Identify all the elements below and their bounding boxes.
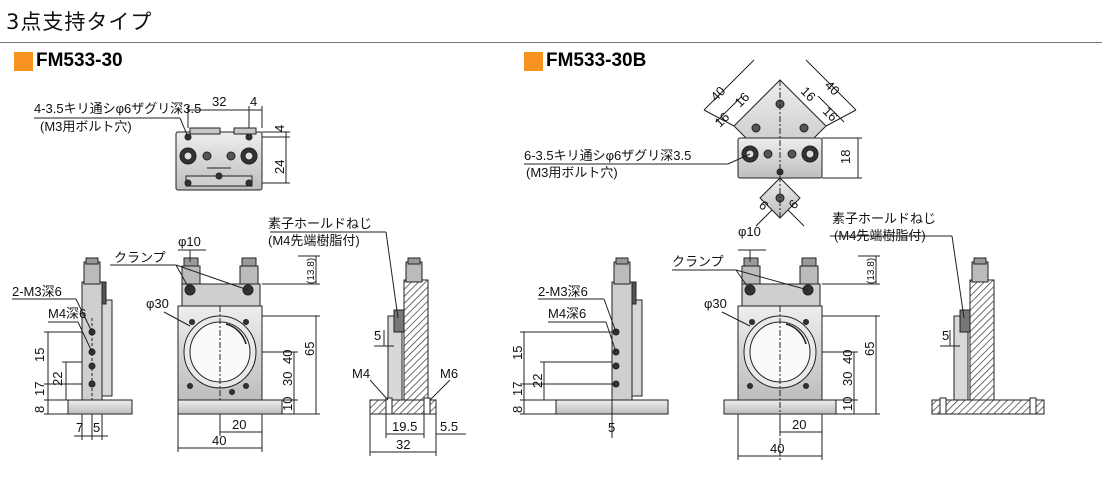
top-view-left-dimensions bbox=[34, 106, 290, 184]
section-view-left-dimensions bbox=[270, 231, 466, 456]
dim-15: 15 bbox=[32, 348, 47, 362]
dim-17-b: 17 bbox=[510, 382, 525, 396]
tap-2m3-label-b: 2-M3深6 bbox=[538, 284, 588, 299]
dim-13-8-b: (13.8) bbox=[866, 258, 877, 284]
side-view-right bbox=[555, 257, 669, 438]
dim-13-8: (13.8) bbox=[306, 258, 317, 284]
dim-5-section-b: 5 bbox=[942, 328, 949, 343]
tap-m4-label-b: M4深6 bbox=[548, 306, 586, 321]
hole-spec-label-b: 6-3.5キリ通シφ6ザグリ深3.5 bbox=[524, 148, 691, 163]
dim-16-diag-right-2: 16 bbox=[820, 104, 841, 125]
front-view-left-dimensions bbox=[110, 249, 320, 452]
dim-40-height-b: 40 bbox=[840, 350, 855, 364]
dim-4-vertical: 4 bbox=[272, 125, 287, 132]
dim-10: 10 bbox=[280, 397, 295, 411]
dim-17: 17 bbox=[32, 382, 47, 396]
dim-5-5: 5.5 bbox=[440, 419, 458, 434]
dim-40-diag-right: 40 bbox=[822, 78, 843, 99]
dim-4: 4 bbox=[250, 94, 257, 109]
dim-19-5: 19.5 bbox=[392, 419, 417, 434]
phi30-label: φ30 bbox=[146, 296, 169, 311]
hole-spec-label: 4-3.5キリ通シφ6ザグリ深3.5 bbox=[34, 101, 201, 116]
dim-30: 30 bbox=[280, 372, 295, 386]
dim-40-height: 40 bbox=[280, 350, 295, 364]
dim-5-bottom-b: 5 bbox=[608, 420, 615, 435]
dim-16-diag-left: 16 bbox=[732, 89, 753, 110]
square-bullet-icon bbox=[524, 51, 543, 71]
dim-5-section: 5 bbox=[374, 328, 381, 343]
clamp-label-b: クランプ bbox=[672, 254, 724, 269]
dim-40-front: 40 bbox=[212, 433, 226, 448]
side-view-left bbox=[67, 257, 133, 415]
dim-65-b: 65 bbox=[862, 342, 877, 356]
bolt-hole-label-b: (M3用ボルト穴) bbox=[526, 165, 618, 180]
element-screw-label-b: 素子ホールドねじ bbox=[832, 211, 936, 226]
tap-m4-label: M4深6 bbox=[48, 306, 86, 321]
side-view-right-dimensions bbox=[520, 298, 617, 415]
labels-right: 40 16 16 40 16 16 18 6 6 6-3.5キリ通シφ6ザグリ深… bbox=[510, 78, 949, 456]
dim-40-diag-left: 40 bbox=[708, 83, 729, 104]
page-title: 3点支持タイプ bbox=[6, 10, 153, 34]
dim-7: 7 bbox=[76, 420, 83, 435]
labels-left: 4-3.5キリ通シφ6ザグリ深3.5 (M3用ボルト穴) 32 4 4 24 φ… bbox=[12, 94, 458, 452]
m6-label: M6 bbox=[440, 366, 458, 381]
clamp-label: クランプ bbox=[114, 250, 166, 265]
title-divider bbox=[0, 42, 1102, 43]
dim-5-bottom: 5 bbox=[93, 420, 100, 435]
dim-16-diag-left-2: 16 bbox=[712, 109, 733, 130]
model-heading-fm533-30: FM533-30 bbox=[14, 50, 123, 72]
m4-label: M4 bbox=[352, 366, 370, 381]
model-name: FM533-30B bbox=[546, 50, 647, 71]
element-screw-note: (M4先端樹脂付) bbox=[268, 233, 360, 248]
dim-32-section: 32 bbox=[396, 437, 410, 452]
square-bullet-icon bbox=[14, 51, 33, 71]
dim-15-b: 15 bbox=[510, 346, 525, 360]
tap-2m3-label: 2-M3深6 bbox=[12, 284, 62, 299]
side-view-left-dimensions bbox=[12, 298, 108, 440]
top-view-right bbox=[733, 79, 827, 219]
bolt-hole-label: (M3用ボルト穴) bbox=[40, 119, 132, 134]
dim-24: 24 bbox=[272, 160, 287, 174]
element-screw-label: 素子ホールドねじ bbox=[268, 216, 372, 231]
phi10-label-b: φ10 bbox=[738, 224, 761, 239]
phi10-label: φ10 bbox=[178, 234, 201, 249]
dim-20: 20 bbox=[232, 417, 246, 432]
dim-65: 65 bbox=[302, 342, 317, 356]
dim-10-b: 10 bbox=[840, 397, 855, 411]
dim-20-b: 20 bbox=[792, 417, 806, 432]
dim-40-front-b: 40 bbox=[770, 441, 784, 456]
section-view-right bbox=[931, 257, 1045, 415]
dim-18: 18 bbox=[838, 150, 853, 164]
dim-32: 32 bbox=[212, 94, 226, 109]
dim-8-b: 8 bbox=[510, 406, 525, 413]
dim-22: 22 bbox=[50, 372, 65, 386]
front-view-right-dimensions bbox=[672, 249, 880, 460]
dim-30-b: 30 bbox=[840, 372, 855, 386]
phi30-label-b: φ30 bbox=[704, 296, 727, 311]
dim-22-b: 22 bbox=[530, 374, 545, 388]
element-screw-note-b: (M4先端樹脂付) bbox=[834, 228, 926, 243]
top-view-left bbox=[175, 127, 263, 191]
front-view-left bbox=[177, 257, 283, 415]
top-view-right-dimensions bbox=[524, 59, 862, 227]
front-view-right bbox=[723, 257, 837, 460]
section-view-left bbox=[369, 257, 437, 415]
model-heading-fm533-30b: FM533-30B bbox=[524, 50, 646, 72]
section-view-right-dimensions bbox=[830, 235, 965, 347]
model-name: FM533-30 bbox=[36, 50, 123, 71]
dim-8: 8 bbox=[32, 406, 47, 413]
